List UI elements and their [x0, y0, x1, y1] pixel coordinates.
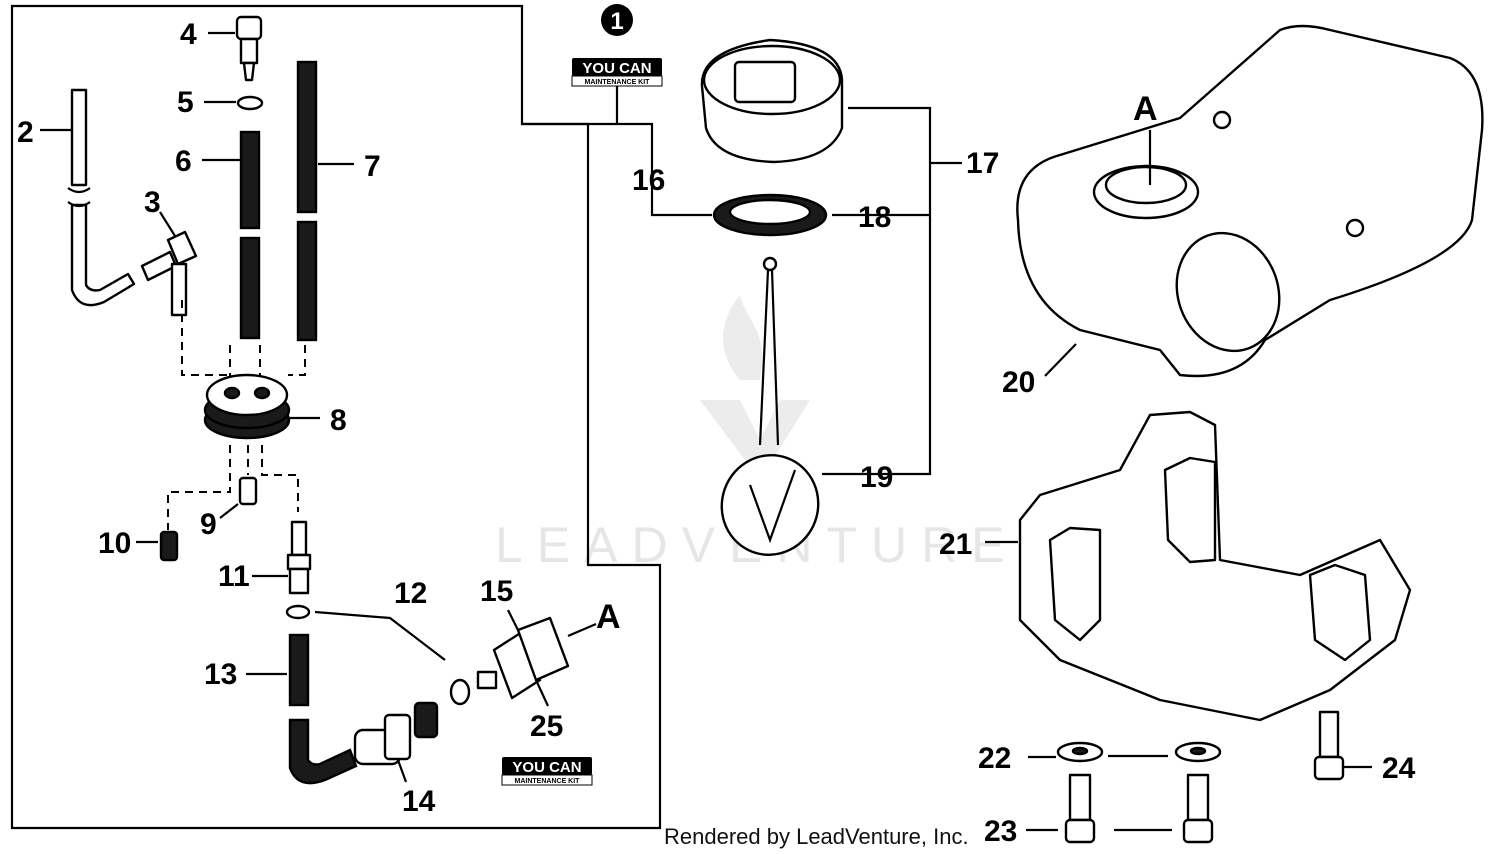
kit-line1-bottom: YOU CAN: [512, 759, 581, 776]
callout-labels: 4 2 5 6 7 3 8 9 10 11 12 15 A 13 25 14 1…: [17, 18, 1416, 848]
part-7-tube: [296, 60, 318, 342]
kit-line2: MAINTENANCE KIT: [585, 79, 651, 86]
part-12-ring-lower: [449, 678, 471, 706]
group-outline: [10, 4, 662, 830]
watermark-logo-icon: [700, 400, 810, 480]
part-22-washer-left: [1056, 741, 1104, 763]
callout-24: 24: [1382, 752, 1416, 785]
part-21-tank-bracket: [1018, 410, 1412, 722]
part-23-bolt-right: [1182, 773, 1214, 844]
part-17-fuel-cap: [700, 38, 844, 164]
callout-3: 3: [144, 186, 161, 219]
callout-25: 25: [530, 710, 563, 743]
callout-21: 21: [939, 528, 972, 561]
kit-badge-bottom: YOU CAN MAINTENANCE KIT: [501, 757, 593, 786]
callout-8: 8: [330, 404, 347, 437]
callout-6: 6: [175, 145, 192, 178]
callout-5: 5: [177, 86, 194, 119]
callout-12: 12: [394, 577, 427, 610]
part-13-tube: [288, 633, 358, 785]
part-2-tube: [67, 88, 136, 307]
kit-line2-bottom: MAINTENANCE KIT: [515, 778, 581, 785]
part-5-o-ring: [236, 95, 264, 111]
part-10-insert: [159, 530, 179, 562]
callout-15: 15: [480, 575, 513, 608]
callout-14: 14: [402, 785, 436, 818]
part-11-fitting: [286, 520, 312, 595]
part-24-screw: [1313, 710, 1345, 781]
part-9-insert: [238, 476, 258, 506]
callout-20: 20: [1002, 366, 1035, 399]
callout-2: 2: [17, 116, 34, 149]
part-15-fuel-filter: [476, 616, 570, 700]
part-12-ring-upper: [285, 604, 311, 620]
part-23-bolt-left: [1064, 773, 1096, 844]
callout-23: 23: [984, 815, 1017, 848]
part-8-grommet: [203, 373, 291, 440]
callout-11: 11: [218, 560, 250, 593]
part-18-gasket: [712, 193, 828, 237]
callout-19: 19: [860, 461, 893, 494]
callout-16: 16: [632, 164, 665, 197]
callout-7: 7: [364, 150, 381, 183]
part-6-tube: [239, 130, 261, 340]
marker-a-tank: A: [1133, 90, 1158, 128]
callout-9: 9: [200, 508, 217, 541]
bracket-17: [822, 106, 962, 476]
part-19-fuel-line-weight: [720, 256, 820, 556]
part-3-elbow: [140, 230, 198, 317]
callout-13: 13: [204, 658, 237, 691]
part-22-washer-right: [1174, 741, 1222, 763]
part-14-filter-body: [353, 701, 439, 766]
kit-badge-number: 1: [610, 8, 623, 35]
kit-badge-top: 1 YOU CAN MAINTENANCE KIT: [571, 4, 663, 87]
footer-credit: Rendered by LeadVenture, Inc.: [664, 824, 969, 849]
kit-line1: YOU CAN: [582, 60, 651, 77]
watermark-flame-icon: [723, 295, 763, 380]
kit-bracket: [522, 86, 712, 217]
part-4-fitting: [235, 15, 263, 82]
callout-10: 10: [98, 527, 131, 560]
callout-4: 4: [180, 18, 197, 51]
callout-17: 17: [966, 147, 999, 180]
marker-a-left: A: [596, 598, 621, 636]
callout-22: 22: [978, 742, 1011, 775]
part-20-fuel-tank: [1016, 24, 1484, 378]
callout-18: 18: [858, 201, 891, 234]
